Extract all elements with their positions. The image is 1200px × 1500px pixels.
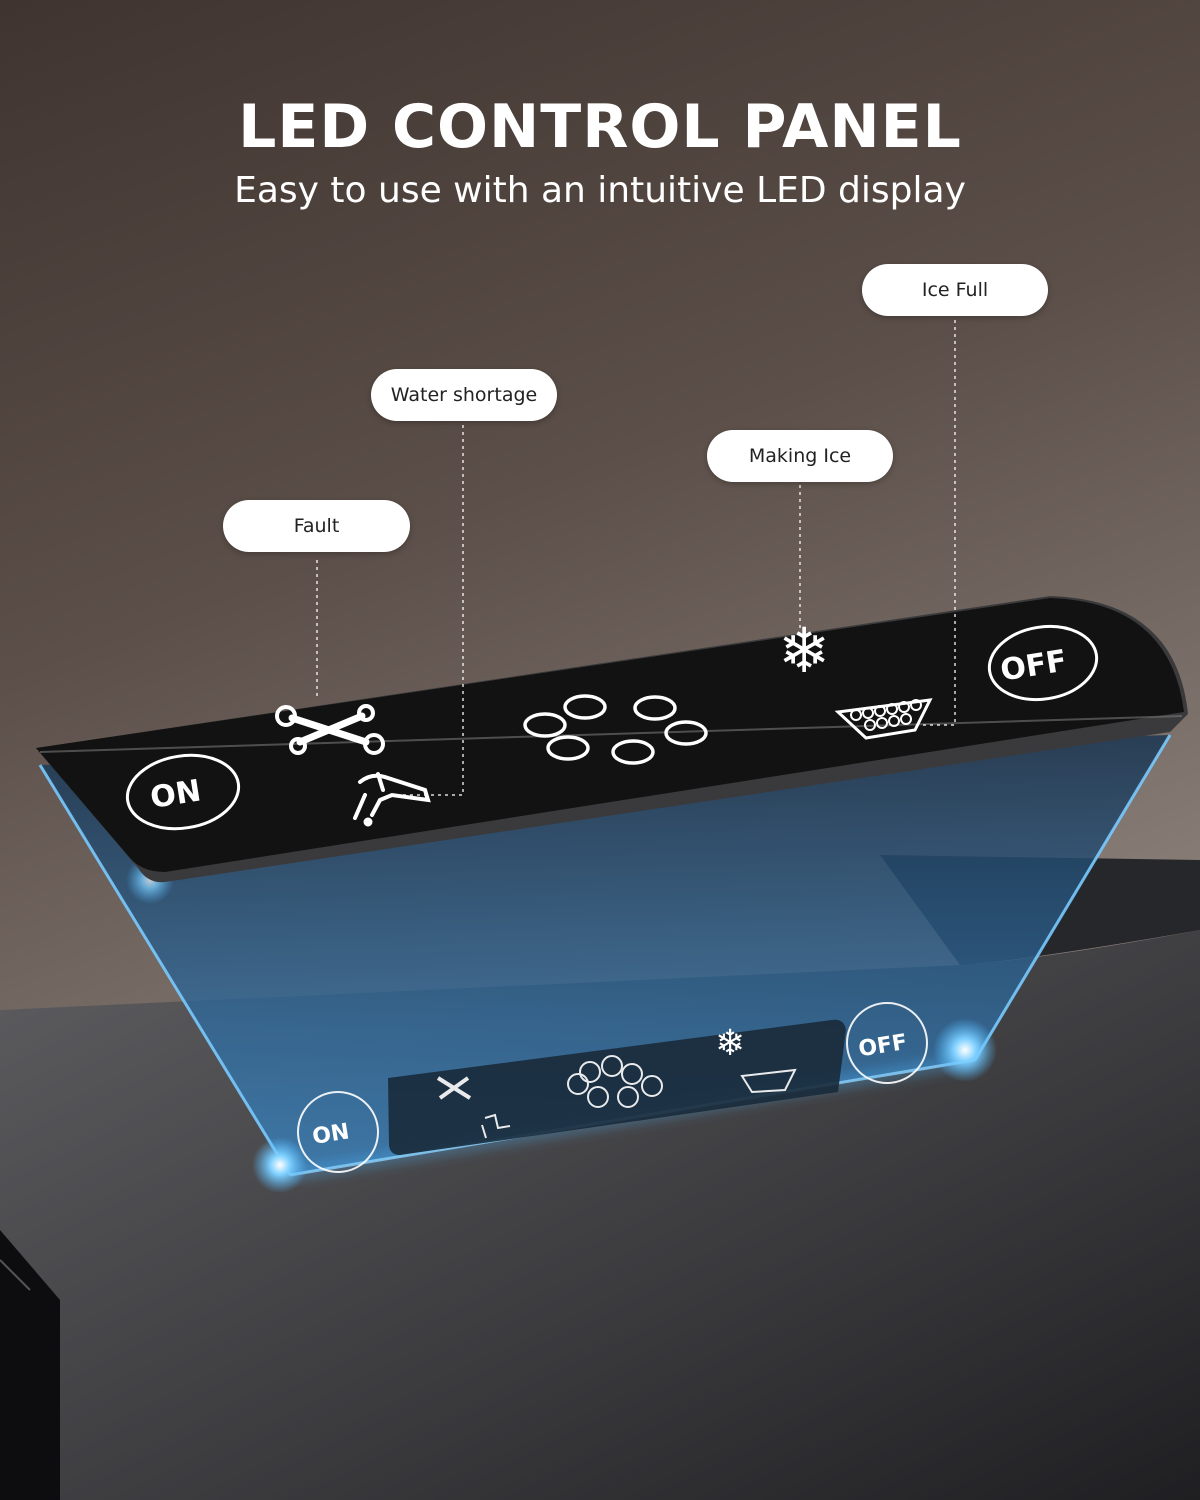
page-title: LED CONTROL PANEL xyxy=(238,92,962,162)
callout-water-shortage: Water shortage xyxy=(371,369,557,421)
on-label: ON xyxy=(148,773,203,815)
off-button[interactable] xyxy=(984,619,1102,707)
ice-full-leader xyxy=(920,320,956,726)
callout-ice-full: Ice Full xyxy=(862,264,1048,316)
control-panel xyxy=(36,596,1188,883)
small-snowflake-icon: ❄ xyxy=(715,1023,745,1064)
svg-text:❄: ❄ xyxy=(778,614,830,687)
wrench-icon xyxy=(275,704,385,755)
on-button[interactable] xyxy=(122,748,244,837)
machine-panel: ON OFF ❄ xyxy=(297,1002,928,1173)
page-subtitle: Easy to use with an intuitive LED displa… xyxy=(234,170,966,211)
faucet-icon xyxy=(353,772,431,827)
small-on-circle xyxy=(297,1091,379,1173)
off-label: OFF xyxy=(998,644,1069,689)
small-on-label: ON xyxy=(311,1119,352,1149)
small-off-circle xyxy=(846,1002,928,1084)
callout-making-ice: Making Ice xyxy=(707,430,893,482)
snowflake-icon: ❄ xyxy=(778,614,830,687)
ice-basket-icon xyxy=(834,698,933,740)
ice-cubes-icon xyxy=(523,694,708,765)
callout-fault: Fault xyxy=(223,500,410,552)
machine-side xyxy=(0,1230,60,1500)
